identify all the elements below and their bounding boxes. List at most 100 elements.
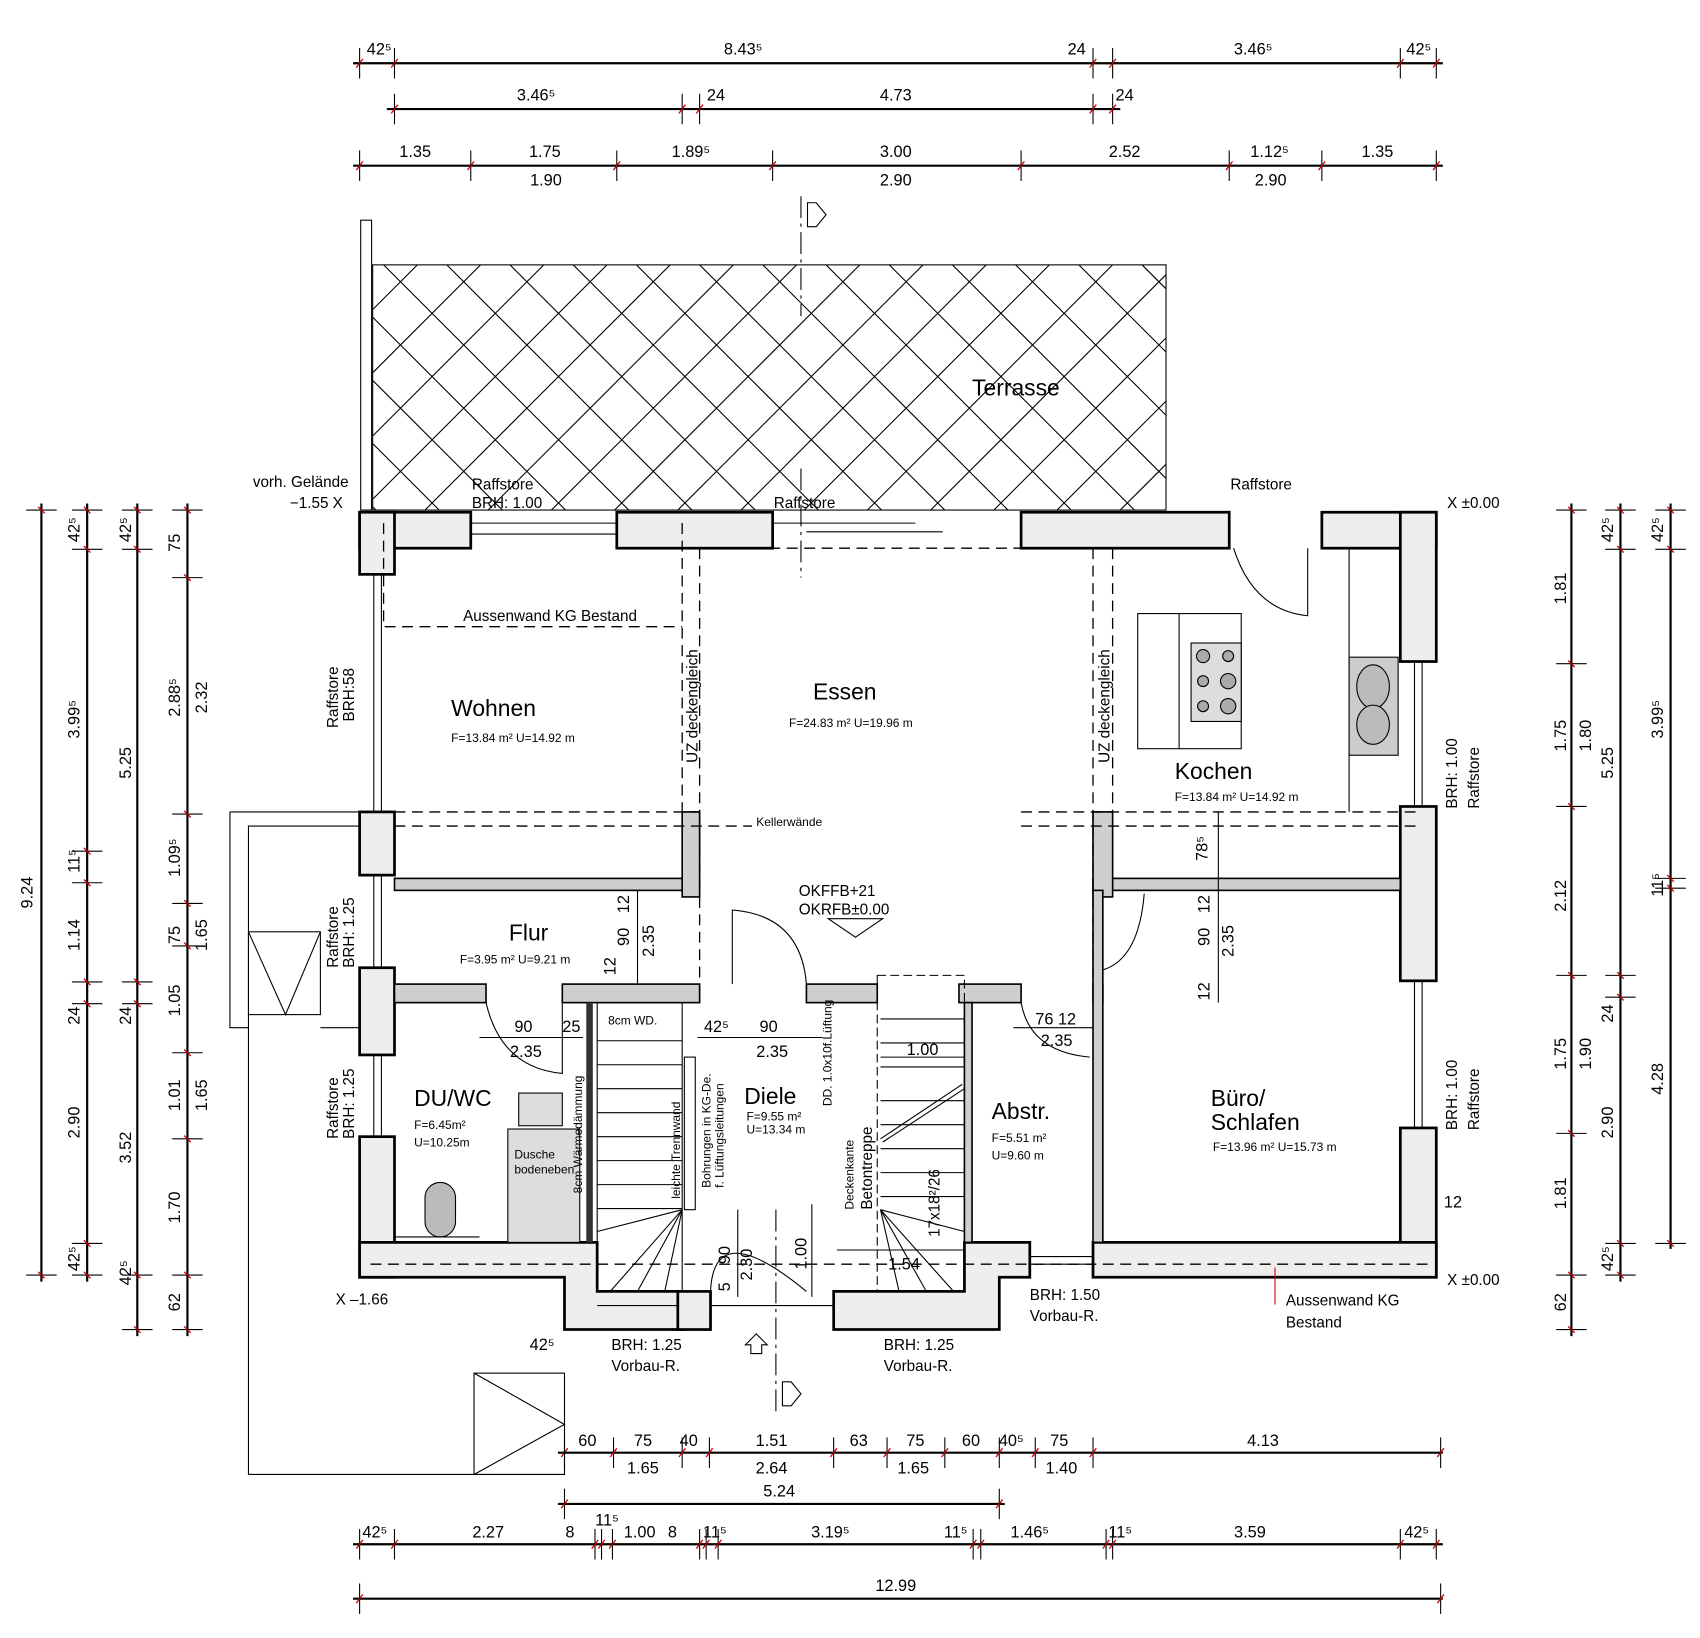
dim-arrow xyxy=(609,1447,618,1458)
dim-90e: 90 xyxy=(716,1246,734,1264)
hatch-line xyxy=(1436,265,1681,510)
dim-25: 25 xyxy=(562,1018,580,1036)
ventilation-holes xyxy=(683,1056,696,1211)
dim-label: 42⁵ xyxy=(367,41,392,59)
stair-winder xyxy=(597,1209,683,1232)
dim-100b: 1.00 xyxy=(792,1238,810,1270)
dim-label: 40⁵ xyxy=(999,1432,1024,1450)
hatch-line xyxy=(1183,265,1428,510)
hatch-line xyxy=(1499,265,1700,510)
stair-winder xyxy=(664,1209,683,1292)
dim-235a: 2.35 xyxy=(640,925,658,957)
dim-label: 1.46⁵ xyxy=(1011,1524,1050,1542)
dim-arrow xyxy=(390,104,399,114)
room-area-diele: F=9.55 m² xyxy=(746,1109,801,1123)
dim-arrow xyxy=(1102,1539,1110,1549)
dim-arrow xyxy=(976,1539,985,1549)
level-marker-icon xyxy=(826,918,885,938)
dim-arrow xyxy=(183,1325,192,1334)
dim-arrow xyxy=(83,506,91,514)
dim-arrow xyxy=(355,1593,364,1604)
label-aussenwand-kg: Aussenwand KG Bestand xyxy=(463,608,637,625)
dim-label: 75 xyxy=(166,534,184,552)
hatch-line xyxy=(372,264,418,311)
hatch-line xyxy=(372,316,566,511)
kitchen-island xyxy=(1137,548,1399,812)
hatch-line xyxy=(487,264,734,511)
dim-label: 1.00 xyxy=(624,1524,656,1542)
dim-arrow xyxy=(37,506,46,514)
dim-arrow xyxy=(969,1539,977,1549)
dim-230: 2.30 xyxy=(738,1249,756,1281)
dim-label: 24 xyxy=(117,1007,135,1025)
label-brh-l3: BRH: 1.25 xyxy=(341,1068,358,1138)
dim-label: 3.52 xyxy=(117,1132,135,1164)
label-raffstore-r1: Raffstore xyxy=(1466,747,1483,809)
label-raffstore-r2: Raffstore xyxy=(1466,1069,1483,1131)
hatch-line xyxy=(699,264,946,511)
dim-arrow xyxy=(1031,1447,1040,1458)
dim-arrow xyxy=(83,978,91,986)
dim-label: 8 xyxy=(668,1524,677,1542)
dim-78: 78⁵ xyxy=(1193,836,1211,861)
dim-arrow xyxy=(133,545,142,554)
dim-label: 1.81 xyxy=(1552,1177,1570,1209)
dim-arrow xyxy=(183,1049,192,1057)
dim-arrow xyxy=(1432,58,1441,69)
dim-arrow xyxy=(1108,58,1117,69)
dim-arrow xyxy=(183,899,192,908)
hatch-line xyxy=(740,264,987,511)
dim-90c: 90 xyxy=(514,1018,532,1036)
dim-arrow xyxy=(133,506,142,514)
terrace: Terrasse xyxy=(360,219,1700,511)
room-name-flur: Flur xyxy=(509,920,549,946)
room-area-essen: F=24.83 m² U=19.96 m xyxy=(789,716,913,730)
dim-arrow xyxy=(695,104,704,114)
terrace-edge xyxy=(360,219,373,511)
label-level-right-top: X ±0.00 xyxy=(1447,495,1499,512)
dim-arrow xyxy=(83,847,91,855)
room-area-buero: F=13.96 m² U=15.73 m xyxy=(1213,1140,1337,1154)
label-bohrungen-1: Bohrungen in KG-De. xyxy=(700,1073,714,1187)
room-name-kochen: Kochen xyxy=(1175,758,1253,784)
dim-arrow xyxy=(466,160,475,171)
label-raffstore-tr: Raffstore xyxy=(1230,476,1292,493)
hatch-line xyxy=(803,264,1050,511)
dim-label: 1.65 xyxy=(193,1079,211,1111)
hatch-line xyxy=(446,264,693,511)
label-level-left-top: −1.55 X xyxy=(290,495,343,512)
dim-label: 75 xyxy=(1050,1432,1068,1450)
label-steigung: 17x18²/26 xyxy=(926,1169,943,1237)
dim-arrow xyxy=(37,1271,46,1279)
room-area-flur: F=3.95 m² U=9.21 m xyxy=(460,952,570,966)
hatch-line xyxy=(762,264,1009,511)
washbasin-icon xyxy=(518,1092,563,1127)
room-perimeter-diele: U=13.34 m xyxy=(746,1122,805,1136)
shower-icon xyxy=(507,1128,581,1243)
label-trennwand: leichte Trennwand xyxy=(669,1102,683,1199)
dim-label: 1.65 xyxy=(193,919,211,951)
dim-label: 11⁵ xyxy=(703,1524,727,1542)
dim-label: 1.40 xyxy=(1046,1459,1078,1477)
interior-dimensions: 78⁵ 12 90 2.35 12 12 90 2.35 12 90 25 2.… xyxy=(479,811,1462,1354)
dim-arrow xyxy=(1432,160,1441,171)
dim-arrow xyxy=(1108,1539,1117,1549)
label-vorbau-2: Vorbau-R. xyxy=(611,1358,680,1375)
room-labels: Wohnen F=13.84 m² U=14.92 m Essen F=24.8… xyxy=(414,679,1337,1163)
dim-label: 2.52 xyxy=(1109,143,1141,161)
dim-label: 1.35 xyxy=(1362,143,1394,161)
dim-arrow xyxy=(1567,1325,1576,1334)
dim-label: 2.90 xyxy=(1599,1107,1617,1139)
hatch-line xyxy=(1395,265,1640,510)
dim-label: 2.90 xyxy=(66,1107,84,1139)
hatch-line xyxy=(372,264,608,500)
hatch-line xyxy=(572,264,819,511)
dim-arrow xyxy=(83,999,91,1008)
dim-arrow xyxy=(1567,659,1576,668)
dim-label: 24 xyxy=(1068,41,1086,59)
dim-label: 42⁵ xyxy=(66,517,84,542)
label-raffstore-l2: Raffstore xyxy=(325,906,342,968)
dim-arrow xyxy=(355,58,364,69)
dim-label: 1.05 xyxy=(166,985,184,1017)
label-brh-r2: BRH: 1.00 xyxy=(1444,1060,1461,1130)
